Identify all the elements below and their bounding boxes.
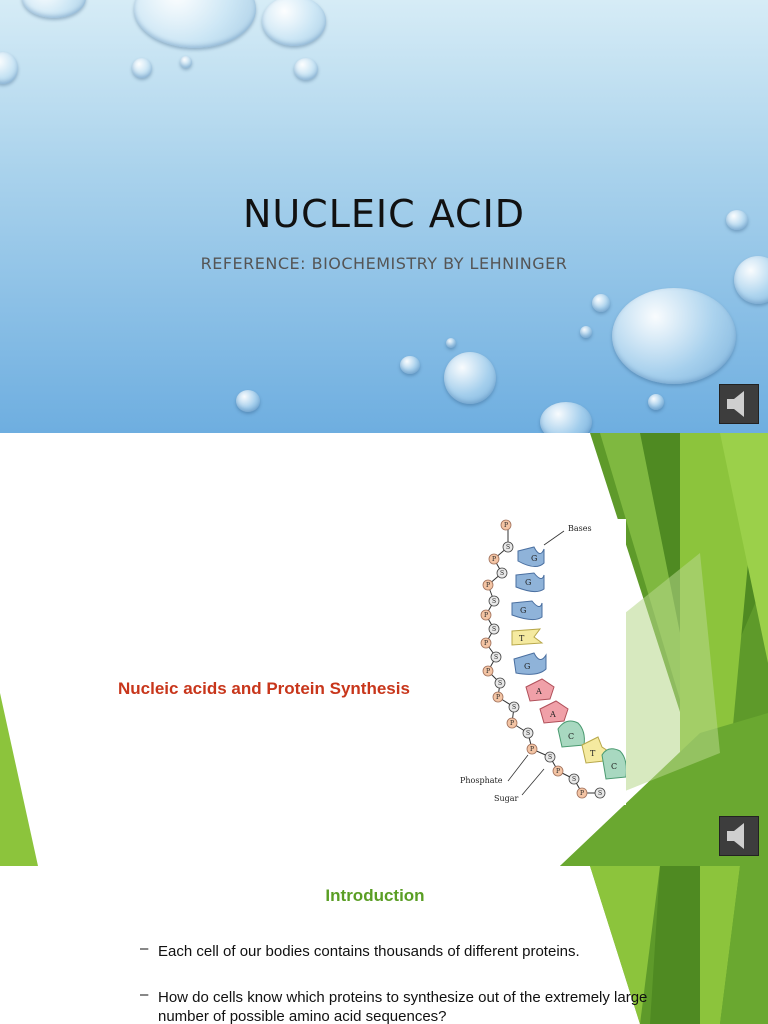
- bullet-text: Each cell of our bodies contains thousan…: [158, 943, 580, 960]
- green-facets-decoration: [590, 866, 768, 1024]
- bullet-marker: –: [140, 940, 149, 957]
- water-drop: [446, 338, 456, 348]
- svg-text:T: T: [590, 749, 596, 758]
- svg-text:G: G: [531, 554, 537, 563]
- water-drop: [22, 0, 86, 18]
- bullet-text: How do cells know which proteins to synt…: [158, 989, 648, 1024]
- base-g: G: [517, 546, 545, 567]
- water-drop: [262, 0, 326, 46]
- green-facets-decoration: [0, 433, 768, 866]
- base-c: C: [557, 720, 585, 748]
- water-drop: [0, 52, 18, 84]
- svg-text:S: S: [494, 654, 498, 661]
- water-drop: [294, 58, 318, 80]
- svg-text:S: S: [492, 626, 496, 633]
- svg-text:P: P: [530, 746, 534, 753]
- water-drop: [734, 256, 768, 304]
- svg-text:P: P: [510, 720, 514, 727]
- water-drop: [648, 394, 664, 410]
- base-a: A: [525, 678, 555, 702]
- svg-text:P: P: [492, 556, 496, 563]
- introduction-slide: Introduction – Each cell of our bodies c…: [0, 866, 768, 1024]
- svg-text:P: P: [486, 582, 490, 589]
- base-g: G: [513, 652, 547, 675]
- water-drop: [400, 356, 420, 374]
- svg-text:T: T: [519, 634, 525, 643]
- water-drop: [612, 288, 736, 384]
- speaker-icon: [727, 391, 744, 417]
- slide-heading: Introduction: [325, 886, 425, 905]
- svg-text:P: P: [556, 768, 560, 775]
- slide-subtitle: REFERENCE: BIOCHEMISTRY BY LEHNINGER: [200, 254, 568, 273]
- svg-text:S: S: [500, 570, 504, 577]
- sugar-label: Sugar: [494, 794, 519, 803]
- svg-text:C: C: [568, 732, 574, 741]
- speaker-icon: [727, 823, 744, 849]
- svg-text:P: P: [484, 640, 488, 647]
- bullet-marker: –: [140, 986, 149, 1003]
- water-drop: [132, 58, 152, 78]
- svg-text:A: A: [549, 710, 556, 719]
- svg-text:S: S: [506, 544, 510, 551]
- sugar-groups: [488, 541, 606, 799]
- svg-text:S: S: [548, 754, 552, 761]
- base-a: A: [539, 700, 569, 724]
- svg-text:P: P: [496, 694, 500, 701]
- base-t: T: [511, 628, 544, 646]
- sugar-letters: S S S S S S S S S S S: [492, 544, 602, 797]
- svg-text:S: S: [492, 598, 496, 605]
- dna-strand-figure: G G G T G A A: [458, 519, 626, 805]
- protein-synthesis-slide: Nucleic acids and Protein Synthesis: [0, 433, 768, 866]
- audio-button[interactable]: [719, 384, 759, 424]
- title-slide: NUCLEIC ACID REFERENCE: BIOCHEMISTRY BY …: [0, 0, 768, 433]
- svg-text:P: P: [484, 612, 488, 619]
- phosphate-letters: P P P P P P P P P P P: [484, 522, 584, 797]
- svg-text:S: S: [598, 790, 602, 797]
- svg-text:S: S: [572, 776, 576, 783]
- phosphate-label: Phosphate: [460, 776, 503, 785]
- water-drop: [592, 294, 610, 312]
- base-c: C: [601, 748, 626, 780]
- phosphate-groups: [480, 519, 588, 799]
- svg-text:P: P: [486, 668, 490, 675]
- slide-heading: Nucleic acids and Protein Synthesis: [118, 679, 410, 698]
- svg-text:A: A: [535, 687, 542, 696]
- base-g: G: [511, 600, 543, 621]
- svg-text:S: S: [498, 680, 502, 687]
- svg-text:G: G: [520, 606, 526, 615]
- base-g: G: [515, 572, 545, 593]
- slide-title: NUCLEIC ACID: [242, 192, 526, 236]
- svg-text:G: G: [524, 662, 530, 671]
- bases-label: Bases: [568, 524, 592, 533]
- svg-text:S: S: [512, 704, 516, 711]
- svg-text:P: P: [580, 790, 584, 797]
- water-drop: [180, 56, 192, 68]
- water-drop: [580, 326, 592, 338]
- water-drop: [134, 0, 256, 48]
- water-drop: [540, 402, 592, 433]
- svg-text:C: C: [611, 762, 617, 771]
- svg-text:P: P: [504, 522, 508, 529]
- water-drop: [236, 390, 260, 412]
- audio-button[interactable]: [719, 816, 759, 856]
- water-drop: [444, 352, 496, 404]
- svg-text:S: S: [526, 730, 530, 737]
- svg-text:G: G: [525, 578, 531, 587]
- water-drop: [726, 210, 748, 230]
